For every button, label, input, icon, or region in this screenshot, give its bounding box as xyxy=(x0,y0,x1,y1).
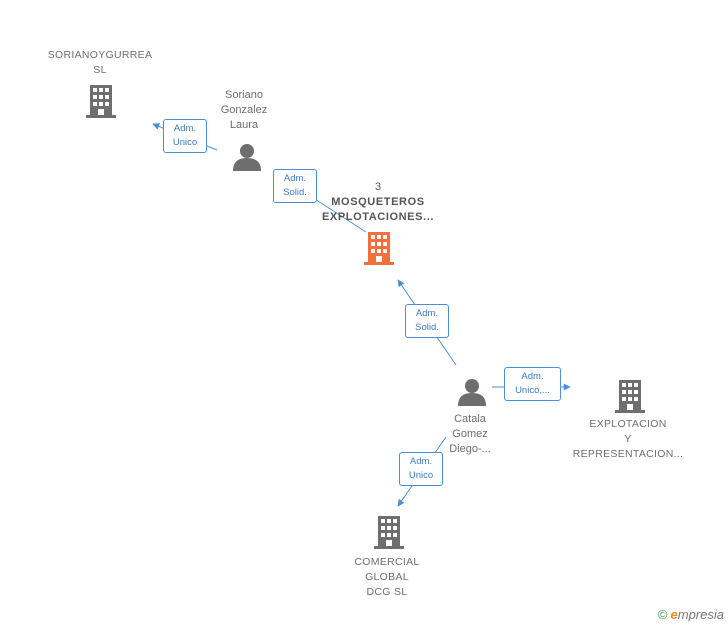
brand-initial: e xyxy=(670,607,678,622)
empresia-logo: ©empresia xyxy=(658,607,724,622)
node-label-line: DCG SL xyxy=(366,586,408,598)
node-label-comercial-global[interactable]: COMERCIAL GLOBAL DCG SL xyxy=(337,555,437,600)
node-label-line: Y xyxy=(624,433,632,445)
node-label-mosqueteros[interactable]: 3 MOSQUETEROS EXPLOTACIONES... xyxy=(300,180,456,225)
node-label-soriano-gonzalez[interactable]: Soriano Gonzalez Laura xyxy=(194,88,294,133)
edge-label-line: Unico,... xyxy=(515,385,550,396)
node-label-line: SL xyxy=(93,64,107,76)
node-label-line: EXPLOTACIONES... xyxy=(321,211,435,223)
node-label-line: 3 xyxy=(374,181,382,193)
building-icon[interactable] xyxy=(374,516,404,549)
node-label-line: Laura xyxy=(229,119,259,131)
node-label-line: MOSQUETEROS xyxy=(331,196,425,208)
person-icon[interactable] xyxy=(233,144,261,171)
edge-label-line: Adm. xyxy=(521,371,544,382)
edge-label-line: Solid. xyxy=(283,187,307,198)
building-icon[interactable] xyxy=(86,85,116,118)
node-label-catala-gomez[interactable]: Catala Gomez Diego-... xyxy=(420,412,520,457)
node-label-line: SORIANOYGURREA xyxy=(47,49,153,61)
edge-label-line: Adm. xyxy=(415,308,439,319)
building-icon[interactable] xyxy=(364,232,394,265)
edge-label-line: Adm. xyxy=(173,123,197,134)
edge-label-soriano-sorianoygurrea: Adm. Unico xyxy=(163,119,207,153)
node-label-line: EXPLOTACION xyxy=(589,418,667,430)
node-label-line: GLOBAL xyxy=(365,571,409,583)
edge-label-catala-explotacion: Adm. Unico,... xyxy=(504,367,561,401)
building-icon[interactable] xyxy=(615,380,645,413)
person-icon[interactable] xyxy=(458,379,486,406)
edge-label-line: Solid. xyxy=(415,322,439,333)
node-label-line: COMERCIAL xyxy=(354,556,420,568)
node-label-line: Gonzalez xyxy=(220,104,268,116)
edge-label-line: Adm. xyxy=(283,173,307,184)
node-label-explotacion[interactable]: EXPLOTACION Y REPRESENTACION... xyxy=(562,417,694,462)
brand-name: mpresia xyxy=(677,607,724,622)
edge-label-catala-mosqueteros: Adm. Solid. xyxy=(405,304,449,338)
node-label-line: Catala xyxy=(454,413,486,425)
edge-label-line: Unico xyxy=(172,137,198,148)
edge-label-line: Unico xyxy=(408,470,434,481)
node-label-line: Diego-... xyxy=(449,443,491,455)
edge-label-catala-comercial: Adm. Unico xyxy=(399,452,443,486)
copyright-symbol: © xyxy=(657,607,668,622)
node-label-line: Soriano xyxy=(225,89,263,101)
node-label-line: REPRESENTACION... xyxy=(572,448,684,460)
edge-label-soriano-mosqueteros: Adm. Solid. xyxy=(273,169,317,203)
node-label-sorianoygurrea[interactable]: SORIANOYGURREA SL xyxy=(30,48,170,78)
node-label-line: Gomez xyxy=(452,428,488,440)
edge-label-line: Adm. xyxy=(409,456,433,467)
